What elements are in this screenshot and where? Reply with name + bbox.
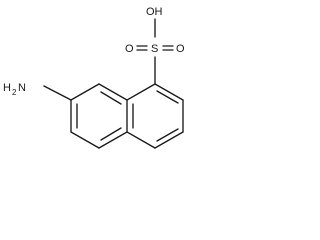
double-bond-c5-c4a [100,127,122,141]
bond-c8-c7 [70,83,100,101]
bond-c4-c4a [126,131,156,149]
atom-label-amine-subscript: 2 [12,88,17,97]
structure-diagram: OH S O O H 2 N [3,6,185,149]
atom-label-oxygen-left: O [125,43,134,55]
bond-c8a-c1 [126,83,156,101]
atom-label-amine-n: N [18,82,26,94]
double-bond-c1-c2 [156,90,179,104]
bond-c8a-c8 [98,83,128,101]
double-bond-c8a-c8 [100,91,122,105]
bond-c3-c4 [154,131,184,149]
bond-c7-n [43,85,72,101]
atom-label-oxygen-right: O [176,43,185,55]
sulfonic-acid-group [136,18,174,85]
right-ring [126,83,184,149]
bond-c6-c5 [70,131,100,149]
atom-label-amine-h: H [3,82,11,94]
double-bond-c3-c4 [156,128,179,142]
bond-c1-c2 [154,83,184,101]
atom-label-hydroxyl: OH [146,6,163,18]
bond-c5-c4a [98,131,128,149]
left-ring [70,83,128,149]
atom-label-sulfur: S [151,43,158,55]
